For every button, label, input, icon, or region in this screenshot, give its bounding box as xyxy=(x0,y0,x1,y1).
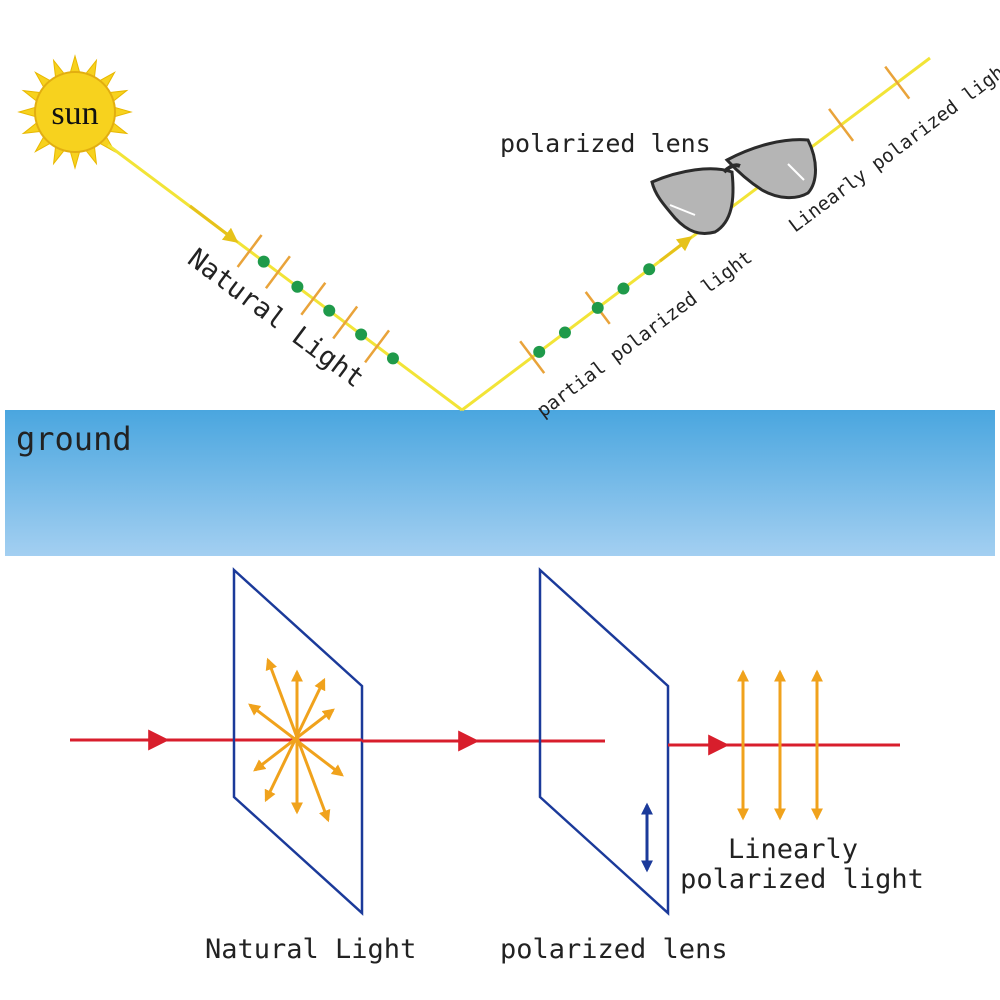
reflected-ray-arrow xyxy=(659,236,693,263)
reflected-wave-marks xyxy=(519,263,656,374)
wave-dot xyxy=(386,352,399,365)
incident-wave-marks xyxy=(236,234,399,365)
polarizer-plane xyxy=(538,567,670,916)
incident-ray-arrow xyxy=(189,204,239,243)
wave-dot xyxy=(643,263,656,276)
wave-dot xyxy=(558,326,571,339)
polarizer-caption: polarized lens xyxy=(500,934,728,965)
wave-tick xyxy=(364,329,391,364)
wave-dot xyxy=(591,301,604,314)
natural-light-vectors xyxy=(248,657,344,823)
transmitted-wave-marks xyxy=(828,65,911,142)
natural-light-caption: Natural Light xyxy=(205,934,416,965)
wave-tick xyxy=(884,65,911,100)
ground-surface xyxy=(5,410,995,556)
ground-label: ground xyxy=(16,420,132,458)
wave-dot xyxy=(323,304,336,317)
linear-polarization-vectors xyxy=(737,669,823,821)
output-caption-line1: Linearly xyxy=(728,834,858,865)
incident-ray xyxy=(107,143,463,412)
wave-tick xyxy=(332,305,359,340)
wave-tick xyxy=(236,234,263,268)
wave-dot xyxy=(257,255,270,268)
wave-dot xyxy=(291,280,304,293)
sunglasses-icon xyxy=(650,138,817,235)
wave-dot xyxy=(617,282,630,295)
output-caption-line2: polarized light xyxy=(680,864,924,895)
wave-tick xyxy=(300,281,327,316)
wave-tick xyxy=(264,255,291,289)
polarization-vector xyxy=(264,677,326,803)
transmitted-ray-label: Linearly polarized light xyxy=(785,55,1000,237)
sunglasses-label: polarized lens xyxy=(500,129,711,158)
wave-tick xyxy=(519,340,546,374)
sun-label: sun xyxy=(51,95,98,132)
natural-light-plane xyxy=(232,567,364,916)
wave-dot xyxy=(355,328,368,341)
wave-dot xyxy=(533,345,546,358)
wave-tick xyxy=(828,108,855,142)
